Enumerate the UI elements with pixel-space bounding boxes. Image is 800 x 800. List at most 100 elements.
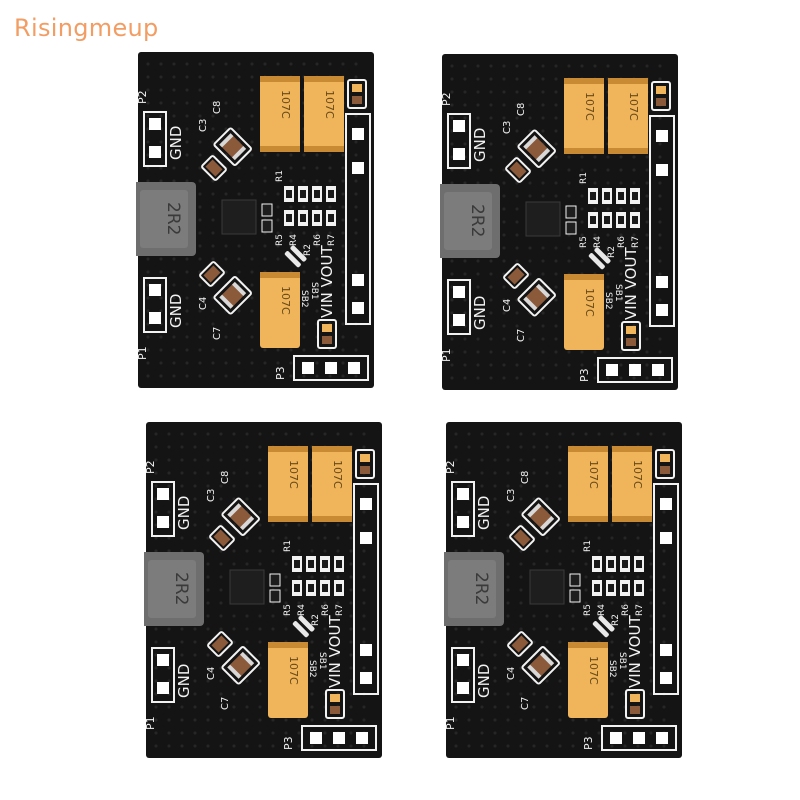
label-sb1: SB1: [309, 282, 319, 300]
label-c4: C4: [206, 667, 217, 680]
ceramic-capacitor-c3: [521, 497, 560, 536]
solder-pad: [457, 516, 469, 528]
ceramic-capacitor-c7: [213, 276, 252, 315]
watermark-text: Risingmeup: [14, 14, 159, 42]
tantalum-capacitor: [312, 446, 352, 522]
label-sb1: SB1: [617, 652, 627, 670]
label-gnd-bottom: GND: [471, 296, 489, 330]
label-r5: R5: [283, 604, 293, 616]
label-r7: R7: [635, 604, 645, 616]
label-r5: R5: [579, 236, 589, 248]
label-r2: R2: [311, 614, 321, 626]
label-vin-vout: VIN VOUT: [318, 245, 336, 318]
label-p1: P1: [136, 346, 149, 360]
solder-pad: [360, 532, 372, 544]
cap-marking: 107C: [583, 288, 596, 317]
ceramic-capacitor-c7: [517, 278, 556, 317]
solder-pad: [157, 488, 169, 500]
tantalum-capacitor: [268, 446, 308, 522]
solder-pad: [656, 304, 668, 316]
label-p1: P1: [144, 716, 157, 730]
tantalum-capacitor: [268, 642, 308, 718]
solder-pad: [310, 732, 322, 744]
label-c8: C8: [516, 103, 527, 116]
inductor-marking: 2R2: [467, 204, 487, 237]
solder-pad: [352, 162, 364, 174]
cap-marking: 107C: [279, 90, 292, 119]
solder-pad: [656, 732, 668, 744]
solder-pad: [457, 488, 469, 500]
label-vin-vout: VIN VOUT: [622, 247, 640, 320]
solder-pad: [360, 498, 372, 510]
tantalum-capacitor: [612, 446, 652, 522]
label-r1: R1: [275, 170, 285, 182]
cap-marking: 107C: [627, 92, 640, 121]
label-gnd-bottom: GND: [175, 664, 193, 698]
label-vin-vout: VIN VOUT: [626, 615, 644, 688]
label-gnd-top: GND: [475, 496, 493, 530]
solder-pad: [633, 732, 645, 744]
ceramic-capacitor-c3: [517, 129, 556, 168]
solder-pad: [333, 732, 345, 744]
pcb-board-graphic: P2 GND P1 GND P3 VIN VOUT 2R2 107C 107: [440, 54, 678, 390]
solder-pad: [660, 498, 672, 510]
cap-marking: 107C: [287, 656, 300, 685]
label-sb1: SB1: [613, 284, 623, 302]
solder-pad: [157, 682, 169, 694]
pcb-board-graphic: P2 GND P1 GND P3 VIN VOUT 2R2 107C 107: [136, 52, 374, 388]
label-r6: R6: [617, 236, 627, 248]
label-c8: C8: [520, 471, 531, 484]
solder-pad: [157, 654, 169, 666]
label-c3: C3: [198, 119, 209, 132]
solder-pad: [453, 148, 465, 160]
solder-pad: [325, 362, 337, 374]
label-c7: C7: [516, 329, 527, 342]
ceramic-capacitor-c3: [221, 497, 260, 536]
label-r5: R5: [275, 234, 285, 246]
label-c3: C3: [506, 489, 517, 502]
solder-pad: [629, 364, 641, 376]
solder-pad: [656, 164, 668, 176]
solder-pad: [356, 732, 368, 744]
solder-pad: [453, 314, 465, 326]
label-r4: R4: [593, 236, 603, 248]
solder-bridge-sb1: [292, 615, 315, 638]
cap-marking: 107C: [323, 90, 336, 119]
label-sb2: SB2: [607, 660, 617, 678]
label-gnd-bottom: GND: [475, 664, 493, 698]
tantalum-capacitor: [564, 274, 604, 350]
cap-marking: 107C: [331, 460, 344, 489]
label-gnd-top: GND: [471, 128, 489, 162]
label-p3: P3: [274, 366, 287, 380]
label-p2: P2: [440, 92, 453, 106]
solder-pad: [348, 362, 360, 374]
label-c7: C7: [220, 697, 231, 710]
label-p2: P2: [136, 90, 149, 104]
inductor-marking: 2R2: [171, 572, 191, 605]
label-vin-vout: VIN VOUT: [326, 615, 344, 688]
label-gnd-top: GND: [167, 126, 185, 160]
solder-pad: [149, 146, 161, 158]
ceramic-capacitor-c7: [221, 646, 260, 685]
pcb-board-graphic: P2 GND P1 GND P3 VIN VOUT 2R2 107C 107: [444, 422, 682, 758]
label-c4: C4: [502, 299, 513, 312]
tantalum-capacitor: [564, 78, 604, 154]
label-sb2: SB2: [299, 290, 309, 308]
solder-pad: [149, 312, 161, 324]
solder-pad: [302, 362, 314, 374]
solder-pad: [453, 286, 465, 298]
tantalum-capacitor: [568, 642, 608, 718]
solder-pad: [652, 364, 664, 376]
label-r7: R7: [335, 604, 345, 616]
label-c3: C3: [502, 121, 513, 134]
tantalum-capacitor: [304, 76, 344, 152]
regulator-ic: [525, 201, 561, 237]
solder-pad: [453, 120, 465, 132]
label-sb2: SB2: [603, 292, 613, 310]
label-c4: C4: [198, 297, 209, 310]
pcb-board-1: P2 GND P1 GND P3 VIN VOUT 2R2 107C 107: [136, 50, 376, 390]
label-r6: R6: [621, 604, 631, 616]
solder-pad: [457, 682, 469, 694]
label-sb2: SB2: [307, 660, 317, 678]
label-r6: R6: [321, 604, 331, 616]
